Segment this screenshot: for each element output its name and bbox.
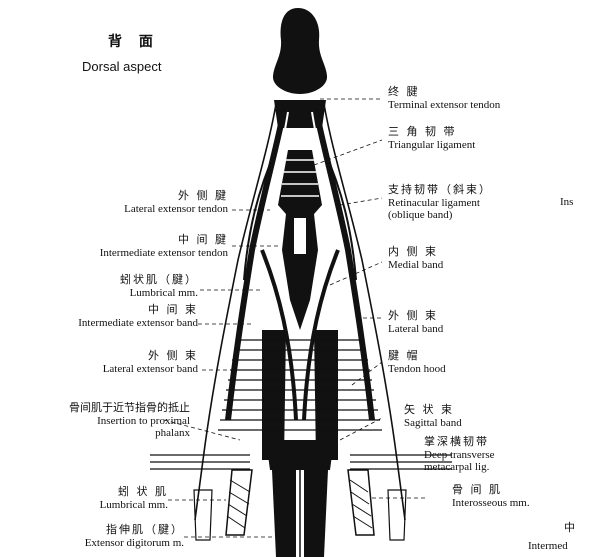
label-lateral-extensor-band: 外 侧 束 Lateral extensor band xyxy=(102,349,198,375)
label-cn: 中 间 束 xyxy=(148,303,198,316)
medial-band-left xyxy=(260,249,298,421)
finger-outline-right xyxy=(323,103,406,521)
label-en-1: Retinacular ligament xyxy=(388,196,480,209)
retinacular-right xyxy=(323,149,357,281)
label-medial-band: 内 侧 束 Medial band xyxy=(388,245,444,271)
label-intermediate-extensor-band: 中 间 束 Intermediate extensor band xyxy=(78,303,198,329)
label-en-2: phalanx xyxy=(155,427,190,440)
label-en: Interosseous mm. xyxy=(452,496,530,509)
label-cn: 骨 间 肌 xyxy=(452,483,502,496)
label-cn: 支持韧带（斜束） xyxy=(388,183,492,196)
title-en: Dorsal aspect xyxy=(82,59,162,74)
label-en-2: (oblique band) xyxy=(388,209,453,222)
label-intermediate-extensor-tendon: 中 间 腱 Intermediate extensor tendon xyxy=(99,233,228,259)
label-extensor-digitorum: 指伸肌（腱） Extensor digitorum m. xyxy=(84,523,184,549)
label-en: Intermediate extensor tendon xyxy=(99,246,228,259)
deep-transverse-ligament xyxy=(150,454,452,470)
label-lumbrical-tendon: 蚓状肌（腱） Lumbrical mm. xyxy=(120,273,198,299)
medial-band-right xyxy=(302,249,340,421)
label-cn: 中 xyxy=(564,521,577,534)
label-cut-right-bottom: 中 xyxy=(564,521,577,535)
label-en: Lateral extensor band xyxy=(102,362,198,375)
label-en: Triangular ligament xyxy=(388,138,476,151)
interosseous-far-left xyxy=(193,489,213,541)
title-cn: 背 面 xyxy=(108,34,159,50)
label-en: Lumbrical mm. xyxy=(129,286,198,299)
lumbrical-left xyxy=(225,469,253,536)
label-cn: 矢 状 束 xyxy=(404,403,454,416)
label-en-1: Insertion to proximal xyxy=(97,414,190,427)
label-cn: 三 角 韧 带 xyxy=(388,125,457,138)
central-tendon xyxy=(282,214,318,330)
label-deep-transverse: 掌深横韧带 Deep transverse metacarpal lig. xyxy=(424,435,495,474)
label-sagittal-band: 矢 状 束 Sagittal band xyxy=(404,403,462,429)
metacarpal-head xyxy=(266,440,334,470)
label-en: Sagittal band xyxy=(404,416,462,429)
label-cn: 外 侧 束 xyxy=(388,309,438,322)
label-tendon-hood: 腱 帽 Tendon hood xyxy=(388,349,446,375)
interosseous-right-hatch xyxy=(349,479,373,529)
label-en-2: metacarpal lig. xyxy=(424,461,490,474)
label-cn: 中 间 腱 xyxy=(178,233,228,246)
retinacular-left xyxy=(243,149,277,281)
proximal-phalanx-left xyxy=(262,330,286,460)
label-cn: 骨间肌于近节指骨的抵止 xyxy=(69,401,190,414)
label-en: Intermediate extensor band xyxy=(78,316,198,329)
label-en-1: Deep transverse xyxy=(424,448,495,461)
label-terminal-extensor-tendon: 终 腱 Terminal extensor tendon xyxy=(388,85,501,111)
label-cn: 外 侧 束 xyxy=(148,349,198,362)
label-cn: 蚓状肌（腱） xyxy=(120,273,198,286)
tendon-hood-fibers xyxy=(218,339,382,431)
label-lateral-band: 外 侧 束 Lateral band xyxy=(388,309,444,335)
label-interosseous: 骨 间 肌 Interosseous mm. xyxy=(452,483,530,509)
label-en: Tendon hood xyxy=(388,362,446,375)
label-lateral-extensor-tendon: 外 侧 腱 Lateral extensor tendon xyxy=(124,189,228,215)
label-en: Lateral band xyxy=(388,322,444,335)
interosseous-right xyxy=(347,469,375,536)
distal-phalanx xyxy=(272,8,328,94)
triangular-ligament xyxy=(278,150,322,230)
label-retinacular-ligament: 支持韧带（斜束） Retinacular ligament (oblique b… xyxy=(388,183,492,222)
label-en: Terminal extensor tendon xyxy=(388,98,501,111)
label-lumbrical: 蚓 状 肌 Lumbrical mm. xyxy=(99,485,168,511)
interosseous-far-right xyxy=(387,489,407,541)
label-cut-right-bottom-en: Intermed xyxy=(528,540,568,552)
label-cn: 掌深横韧带 xyxy=(424,435,489,448)
label-cn: 终 腱 xyxy=(388,85,420,98)
lumbrical-left-hatch xyxy=(226,479,251,529)
finger-outline-left xyxy=(194,103,277,521)
label-cn: 腱 帽 xyxy=(388,349,420,362)
central-tendon-gap xyxy=(294,218,306,254)
label-en: Medial band xyxy=(388,258,444,271)
label-cn: 指伸肌（腱） xyxy=(106,523,184,536)
label-cut-right-top: Ins xyxy=(560,196,574,208)
label-cn: 蚓 状 肌 xyxy=(118,485,168,498)
label-en: Lateral extensor tendon xyxy=(124,202,228,215)
leader-lines xyxy=(163,98,428,538)
label-cn: 外 侧 腱 xyxy=(178,189,228,202)
label-en: Lumbrical mm. xyxy=(99,498,168,511)
label-cn: 内 侧 束 xyxy=(388,245,438,258)
proximal-phalanx-right xyxy=(314,330,338,460)
label-insertion: 骨间肌于近节指骨的抵止 Insertion to proximal phalan… xyxy=(69,401,190,440)
label-en: Extensor digitorum m. xyxy=(84,536,184,549)
label-triangular-ligament: 三 角 韧 带 Triangular ligament xyxy=(388,125,476,151)
